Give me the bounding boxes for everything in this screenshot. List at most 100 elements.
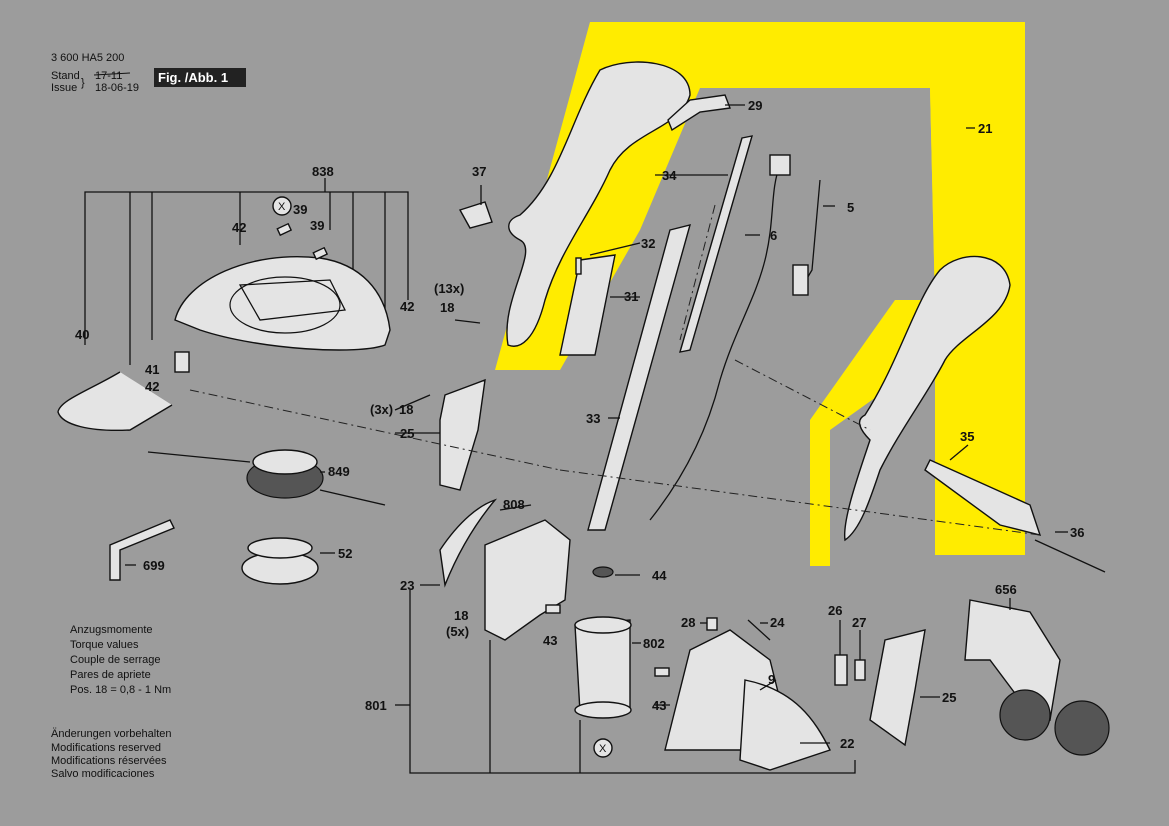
bracket-838 [84, 191, 409, 345]
label-21: 21 [978, 121, 992, 136]
label-25b: 25 [942, 690, 956, 705]
label-43a: 43 [543, 633, 557, 648]
label-25a: 25 [400, 426, 414, 441]
label-36: 36 [1070, 525, 1084, 540]
label-40: 40 [75, 327, 89, 342]
label-27: 27 [852, 615, 866, 630]
x-marker-a [272, 196, 292, 216]
svg-text:Modifications réservées: Modifications réservées [51, 755, 167, 767]
fig-label: Fig. /Abb. 1 [158, 70, 228, 85]
svg-text:Couple de serrage: Couple de serrage [70, 654, 161, 666]
guard-22 [739, 679, 831, 771]
svg-text:X: X [278, 201, 286, 213]
seal-24 [747, 619, 771, 641]
label-26: 26 [828, 603, 842, 618]
label-28: 28 [681, 615, 695, 630]
handle-half-left [506, 61, 691, 347]
knob-37 [458, 201, 493, 229]
label-41: 41 [145, 362, 159, 377]
grip-35 [924, 459, 1042, 536]
wheel-right [1054, 700, 1110, 756]
new-date: 18-06-19 [95, 82, 139, 94]
svg-text:Anzugsmomente: Anzugsmomente [70, 624, 153, 636]
label-838: 838 [312, 164, 334, 179]
label-801: 801 [365, 698, 387, 713]
label-39b: 39 [310, 218, 324, 233]
label-32: 32 [641, 236, 655, 251]
label-42b: 42 [400, 299, 414, 314]
label-22: 22 [840, 736, 854, 751]
brace: } [81, 77, 85, 89]
housing-25b [869, 629, 926, 747]
label-699: 699 [143, 558, 165, 573]
handle-half-right [843, 255, 1011, 542]
cover-31 [559, 254, 616, 356]
part-43b [654, 667, 670, 677]
label-6: 6 [770, 228, 777, 243]
label-18c: 18 [454, 608, 468, 623]
label-35: 35 [960, 429, 974, 444]
wheel-left [999, 689, 1051, 741]
motor-802 [574, 619, 631, 713]
label-18a: 18 [440, 300, 454, 315]
part-43a [545, 604, 561, 614]
plug-5 [792, 264, 809, 296]
tube-33 [587, 224, 691, 531]
svg-text:Pos. 18 = 0,8 - 1 Nm: Pos. 18 = 0,8 - 1 Nm [70, 684, 171, 696]
tube-34 [679, 135, 753, 353]
motor-housing-23 [484, 519, 571, 641]
label-802: 802 [643, 636, 665, 651]
label-31: 31 [624, 289, 638, 304]
bracket-801 [409, 590, 856, 774]
label-42a: 42 [232, 220, 246, 235]
label-23: 23 [400, 578, 414, 593]
pin-32 [575, 257, 582, 275]
label-849: 849 [328, 464, 350, 479]
label-5: 5 [847, 200, 854, 215]
label-9: 9 [768, 672, 775, 687]
label-33: 33 [586, 411, 600, 426]
svg-text:X: X [599, 743, 607, 755]
label-656: 656 [995, 582, 1017, 597]
label-24: 24 [770, 615, 785, 630]
stand-label: Stand [51, 70, 80, 82]
svg-text:Torque values: Torque values [70, 639, 139, 651]
torque-note: Anzugsmomente Torque values Couple de se… [70, 624, 171, 696]
label-34: 34 [662, 168, 677, 183]
label-18b: 18 [399, 402, 413, 417]
label-3x: (3x) [370, 402, 393, 417]
shield-808 [439, 498, 498, 588]
label-29: 29 [748, 98, 762, 113]
fig-badge [154, 68, 246, 87]
part-28 [706, 617, 718, 631]
x-marker-b [593, 738, 613, 758]
label-52: 52 [338, 546, 352, 561]
hex-key-699 [109, 519, 175, 581]
label-37: 37 [472, 164, 486, 179]
bearing-44 [592, 566, 614, 578]
button-26 [834, 654, 848, 686]
highlight-handle-left [495, 22, 1025, 555]
label-42c: 42 [145, 379, 159, 394]
label-43b: 43 [652, 698, 666, 713]
issue-label: Issue [51, 82, 77, 94]
switch-5 [769, 154, 791, 176]
label-13x: (13x) [434, 281, 464, 296]
doc-number: 3 600 HA5 200 [51, 52, 124, 64]
strike-line [93, 72, 131, 76]
latch-29 [667, 94, 731, 132]
highlight-handle-right [810, 22, 1025, 566]
label-5x: (5x) [446, 624, 469, 639]
svg-text:Änderungen vorbehalten: Änderungen vorbehalten [51, 728, 171, 740]
label-44: 44 [652, 568, 667, 583]
housing-25 [439, 378, 486, 491]
label-808: 808 [503, 497, 525, 512]
spring-27 [854, 659, 866, 681]
modifications-note: Änderungen vorbehalten Modifications res… [51, 728, 171, 780]
svg-text:Modifications reserved: Modifications reserved [51, 742, 161, 754]
svg-text:Pares de apriete: Pares de apriete [70, 669, 151, 681]
svg-text:Salvo modificaciones: Salvo modificaciones [51, 768, 155, 780]
label-39a: 39 [293, 202, 307, 217]
guard-838 [174, 256, 391, 351]
